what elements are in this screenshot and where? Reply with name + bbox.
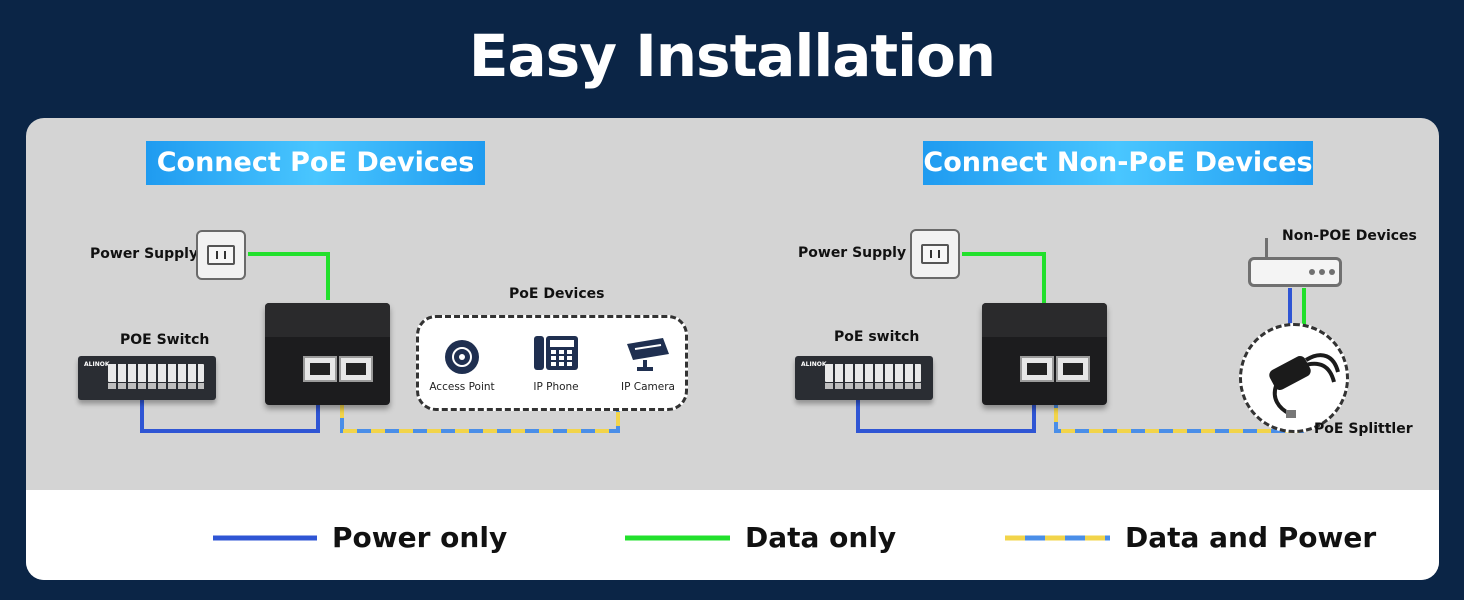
- right-poe-switch: ALINOK: [795, 356, 933, 400]
- access-point-label: Access Point: [429, 381, 495, 393]
- left-injector-port-out: [339, 356, 373, 382]
- right-section-tag: Connect Non-PoE Devices: [923, 141, 1313, 185]
- right-power-supply-label: Power Supply: [798, 245, 907, 261]
- poe-splitter-circle: [1239, 323, 1349, 433]
- poe-devices-box: Access Point IP Phone IP Camera: [416, 315, 688, 411]
- ip-camera-icon: [627, 338, 669, 371]
- left-power-outlet-icon: [196, 230, 246, 280]
- ip-phone-label: IP Phone: [533, 381, 579, 393]
- left-injector-port-in: [303, 356, 337, 382]
- left-section-tag: Connect PoE Devices: [146, 141, 485, 185]
- ip-phone-icon: [534, 336, 578, 370]
- right-switch-label: PoE switch: [834, 329, 920, 345]
- left-combined-line-dash: [340, 376, 620, 433]
- legend: [26, 490, 1439, 580]
- router-icon: [1248, 238, 1342, 287]
- diagram-panel: Connect PoE Devices Power Supply POE Swi…: [26, 118, 1439, 580]
- access-point-icon: [445, 340, 479, 374]
- right-injector-port-out: [1056, 356, 1090, 382]
- left-poe-injector: [265, 303, 390, 405]
- right-switch-brand: ALINOK: [801, 361, 827, 368]
- page-title: Easy Installation: [468, 22, 996, 90]
- left-poe-switch: ALINOK: [78, 356, 216, 400]
- legend-power-label: Power only: [332, 521, 508, 554]
- non-poe-devices-label: Non-POE Devices: [1282, 228, 1417, 244]
- right-power-outlet-icon: [910, 229, 960, 279]
- left-power-supply-label: Power Supply: [90, 246, 199, 262]
- left-data-line: [248, 252, 330, 300]
- left-switch-label: POE Switch: [120, 332, 210, 348]
- right-power-line: [856, 380, 1036, 433]
- legend-data-label: Data only: [745, 521, 897, 554]
- devices-title: PoE Devices: [509, 286, 605, 302]
- right-data-line: [962, 252, 1046, 303]
- poe-splitter-label: PoE Splittler: [1314, 421, 1413, 437]
- right-injector-port-in: [1020, 356, 1054, 382]
- left-switch-brand: ALINOK: [84, 361, 110, 368]
- right-poe-injector: [982, 303, 1107, 405]
- legend-combined-label: Data and Power: [1125, 521, 1377, 554]
- poe-splitter-icon: [1269, 353, 1340, 418]
- ip-camera-label: IP Camera: [621, 381, 675, 393]
